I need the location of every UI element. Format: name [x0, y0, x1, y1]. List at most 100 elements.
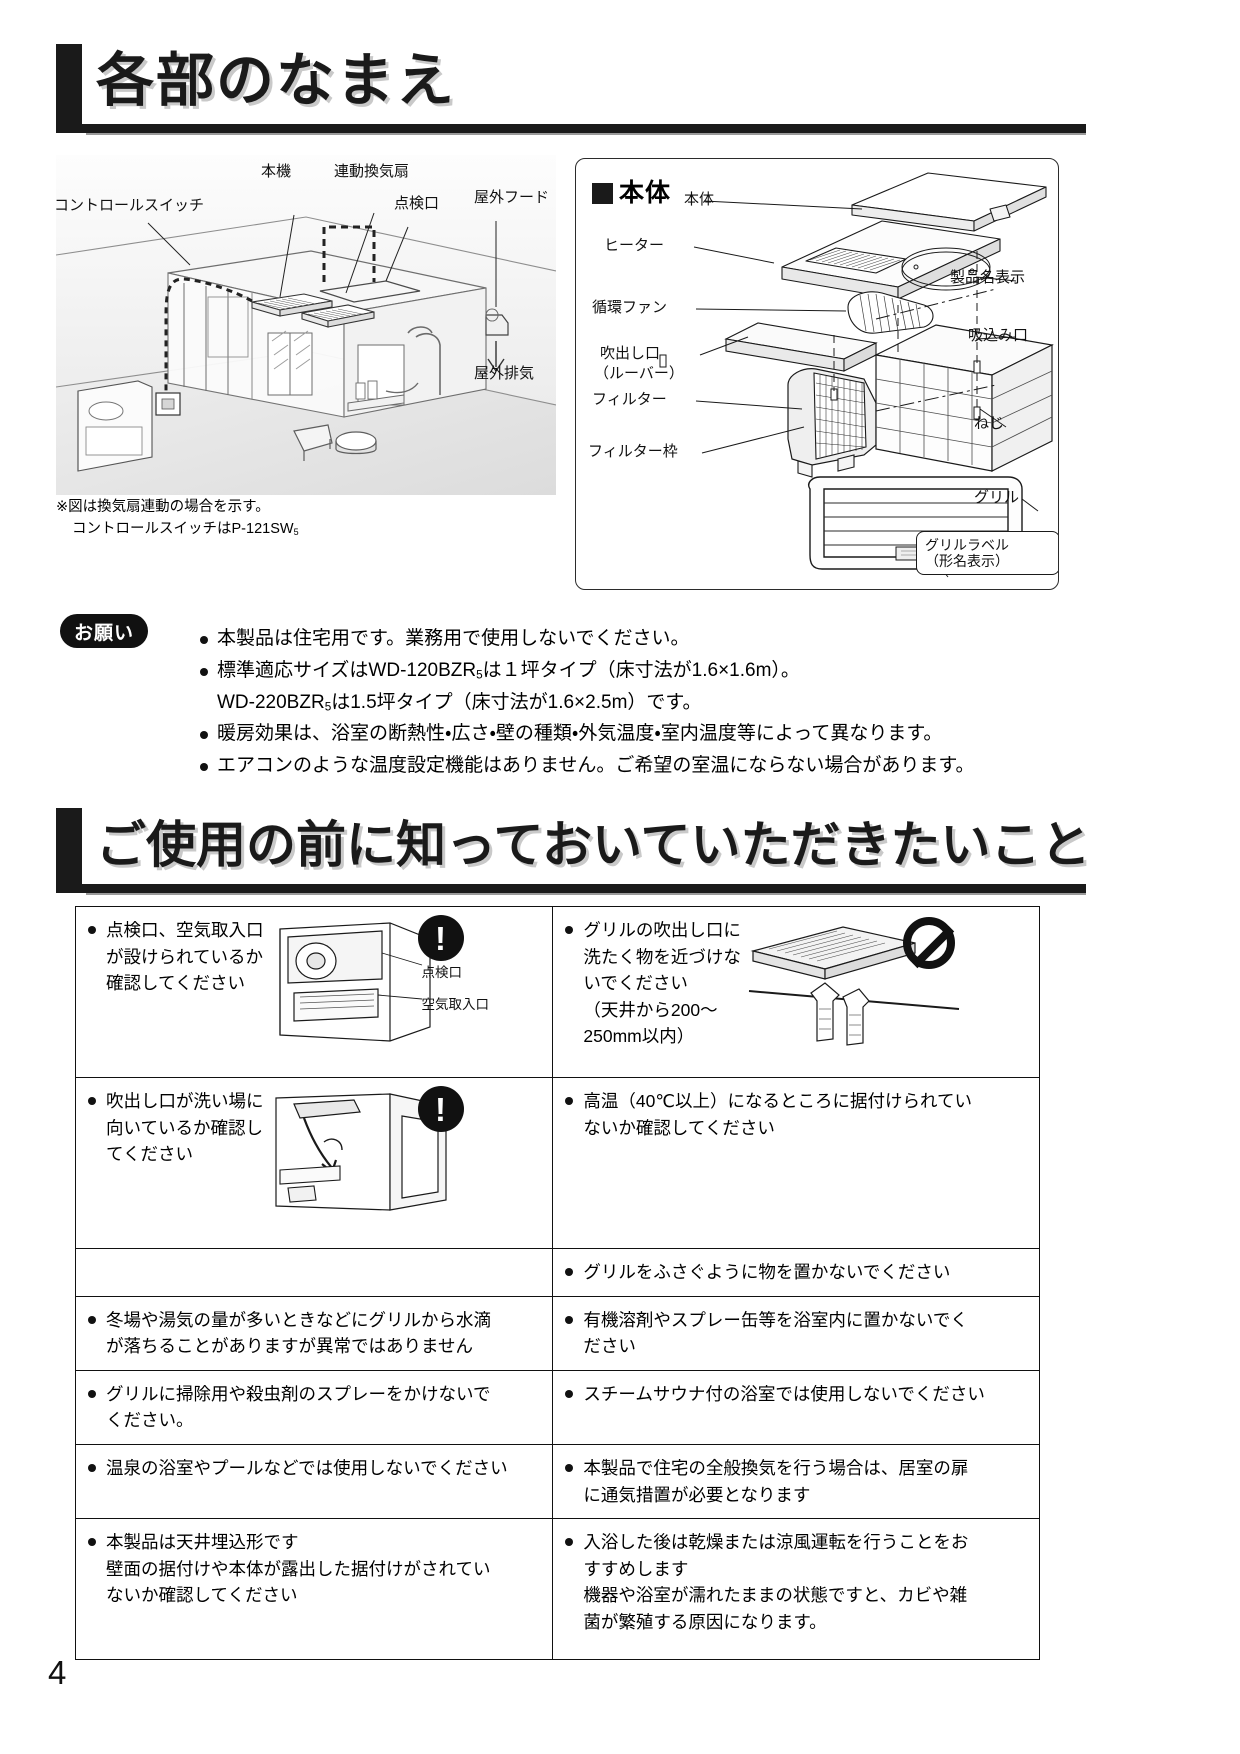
table-row: 温泉の浴室やプールなどでは使用しないでください 本製品で住宅の全般換気を行う場合… [74, 1443, 1040, 1520]
label-outdoor-exhaust: 屋外排気 [474, 365, 535, 382]
label-suction-port: 吸込み口 [968, 327, 1029, 344]
precaution-text: 有機溶剤やスプレー缶等を浴室内に置かないでく ださい [565, 1307, 1027, 1360]
room-figure-note-line1: ※図は換気扇連動の場合を示す。 [56, 499, 270, 515]
cell-outlet-direction-check: 吹出し口が洗い場に 向いているか確認し てください [74, 1077, 554, 1249]
cell-inner: グリルの吹出し口に 洗たく物を近づけな いでください （天井から200～ 250… [565, 917, 1027, 1057]
laundry-near-outlet-illustration [747, 917, 1027, 1057]
onegai-list: 本製品は住宅用です。業務用で使用しないでください。 標準適応サイズはWD-120… [160, 624, 1120, 782]
heading-rule-2-thin [86, 893, 1086, 895]
onegai-item-2-line2-part2: は1.5坪タイプ（床寸法が1.6×2.5m）です。 [331, 691, 702, 713]
precaution-text: 高温（40℃以上）になるところに据付けられてい ないか確認してください [565, 1088, 1027, 1141]
heading-tab-mark [56, 44, 82, 124]
table-row: グリルをふさぐように物を置かないでください [74, 1248, 1040, 1297]
onegai-item-2-line2-part1: WD-220BZR [217, 691, 325, 713]
label-main-body: 本体 [684, 191, 715, 208]
label-control-switch: コントロールスイッチ [56, 197, 205, 214]
cell-grille-blocking: グリルをふさぐように物を置かないでください [552, 1248, 1040, 1297]
prohibition-icon [902, 917, 955, 969]
precaution-text: 温泉の浴室やプールなどでは使用しないでください [88, 1455, 540, 1482]
page-title: 各部のなまえ [96, 48, 457, 113]
precaution-text: 冬場や湯気の量が多いときなどにグリルから水滴 が落ちることがありますが異常ではあ… [88, 1307, 540, 1360]
precautions-table: 点検口、空気取入口 が設けられているか 確認してください [74, 906, 1040, 1661]
room-figure-note: ※図は換気扇連動の場合を示す。 コントロールスイッチはP-121SW5 [56, 497, 299, 541]
precaution-text: グリルの吹出し口に 洗たく物を近づけな いでください （天井から200～ 250… [565, 917, 741, 1050]
section-heading-parts-names: 各部のなまえ [56, 44, 456, 124]
cell-inner: 点検口、空気取入口 が設けられているか 確認してください [88, 915, 541, 1047]
table-row: 点検口、空気取入口 が設けられているか 確認してください [74, 906, 1040, 1078]
cell-inner: 吹出し口が洗い場に 向いているか確認し てください [88, 1086, 541, 1218]
onegai-item-2-line2-sub: 5 [324, 700, 332, 714]
outlet-direction-illustration: ! [270, 1086, 541, 1218]
cell-laundry-warning: グリルの吹出し口に 洗たく物を近づけな いでください （天井から200～ 250… [552, 906, 1040, 1078]
room-figure-note-line2: コントロールスイッチはP-121SW5 [56, 519, 299, 541]
section-title-before-use: ご使用の前に知っておいていただきたいこと [96, 817, 1091, 873]
onegai-item-4: エアコンのような温度設定機能はありません。ご希望の室温にならない場合があります。 [200, 751, 1120, 782]
table-row: 冬場や湯気の量が多いときなどにグリルから水滴 が落ちることがありますが異常ではあ… [74, 1295, 1040, 1371]
cell-ceiling-embedded-type: 本製品は天井埋込形です 壁面の据付けや本体が露出した据付けがされてい ないか確認… [74, 1518, 554, 1661]
section-heading-before-use: ご使用の前に知っておいていただきたいこと [56, 808, 1091, 886]
label-product-name-plate: 製品名表示 [950, 269, 1026, 286]
onegai-item-2-line2: WD-220BZR5は1.5坪タイプ（床寸法が1.6×2.5m）です。 [200, 688, 1120, 719]
room-figure-note-subscript: 5 [293, 526, 299, 537]
onegai-notice-block: お願い 本製品は住宅用です。業務用で使用しないでください。 標準適応サイズはWD… [60, 608, 1120, 798]
label-circulation-fan: 循環ファン [592, 299, 668, 316]
heading-rule-2 [56, 884, 1086, 893]
exclamation-icon: ! [417, 915, 464, 961]
onegai-item-2-part1: 標準適応サイズはWD-120BZR [217, 659, 477, 681]
body-figure-title: 本体 [592, 173, 671, 209]
label-screw: ねじ [974, 415, 1005, 432]
heading-tab-mark-2 [56, 808, 82, 886]
cell-text-block: 点検口、空気取入口 が設けられているか 確認してください [88, 917, 264, 1047]
square-bullet-icon [592, 183, 613, 204]
label-air-outlet: 吹出し口 [600, 345, 661, 362]
onegai-badge: お願い [60, 614, 148, 648]
ceiling-inspection-art [278, 922, 431, 1042]
label-air-outlet-sub: （ルーバー） [594, 365, 684, 382]
label-filter-frame: フィルター枠 [588, 443, 678, 460]
label-linked-fan: 連動換気扇 [334, 163, 410, 180]
onegai-item-2-sub: 5 [476, 668, 483, 682]
room-illustration [56, 155, 556, 495]
cell-post-bath-drying: 入浴した後は乾燥または涼風運転を行うことをお すすめします 機器や浴室が濡れたま… [552, 1518, 1040, 1661]
laundry-art [748, 926, 959, 1046]
body-figure-title-text: 本体 [619, 179, 672, 207]
heading-rule-thin [86, 133, 1086, 135]
exclamation-glyph: ! [435, 919, 446, 957]
label-filter: フィルター [592, 391, 667, 408]
inspection-port-illustration: 点検口 空気取入口 ! [270, 915, 541, 1047]
onegai-item-2-part2: は１坪タイプ（床寸法が1.6×1.6m）。 [482, 659, 800, 681]
art-label-inspection-port: 点検口 [421, 965, 463, 980]
cell-high-temp-check: 高温（40℃以上）になるところに据付けられてい ないか確認してください [552, 1077, 1040, 1249]
cell-solvent-spray-warning: 有機溶剤やスプレー缶等を浴室内に置かないでく ださい [552, 1295, 1040, 1371]
precaution-text: スチームサウナ付の浴室では使用しないでください [565, 1381, 1027, 1408]
precaution-text: 吹出し口が洗い場に 向いているか確認し てください [88, 1088, 264, 1168]
precaution-text: グリルをふさぐように物を置かないでください [565, 1259, 1027, 1286]
bathroom-room-diagram: コントロールスイッチ 本機 連動換気扇 点検口 屋外フード 屋外排気 [56, 155, 556, 495]
cell-steam-sauna-warning: スチームサウナ付の浴室では使用しないでください [552, 1369, 1040, 1445]
cell-text-block: 吹出し口が洗い場に 向いているか確認し てください [88, 1088, 264, 1218]
cell-no-spray-on-grille: グリルに掃除用や殺虫剤のスプレーをかけないで ください。 [74, 1369, 554, 1445]
cell-inspection-port-check: 点検口、空気取入口 が設けられているか 確認してください [74, 906, 554, 1078]
label-inspection-port: 点検口 [394, 195, 440, 212]
cell-left-spacer-1 [74, 1248, 554, 1297]
precaution-text: 本製品は天井埋込形です 壁面の据付けや本体が露出した据付けがされてい ないか確認… [88, 1529, 540, 1609]
exclamation-glyph: ! [435, 1090, 446, 1128]
page-number: 4 [48, 1654, 67, 1691]
room-figure-note-line2-text: コントロールスイッチはP-121SW [72, 520, 294, 537]
cell-whole-house-ventilation: 本製品で住宅の全般換気を行う場合は、居室の扉 に通気措置が必要となります [552, 1443, 1040, 1520]
exclamation-icon: ! [417, 1086, 464, 1132]
precaution-text: 点検口、空気取入口 が設けられているか 確認してください [88, 917, 264, 997]
label-grille-label-line1: グリルラベル [925, 537, 1009, 553]
table-row: 本製品は天井埋込形です 壁面の据付けや本体が露出した据付けがされてい ないか確認… [74, 1518, 1040, 1661]
table-row: 吹出し口が洗い場に 向いているか確認し てください [74, 1077, 1040, 1249]
cell-water-drip-note: 冬場や湯気の量が多いときなどにグリルから水滴 が落ちることがありますが異常ではあ… [74, 1295, 554, 1371]
label-main-unit: 本機 [261, 163, 292, 180]
grille-label-callout-box: グリルラベル （形名表示） [916, 531, 1058, 576]
label-grille-label-line2: （形名表示） [925, 553, 1009, 570]
precaution-text: 入浴した後は乾燥または涼風運転を行うことをお すすめします 機器や浴室が濡れたま… [565, 1529, 1027, 1635]
art-label-air-intake: 空気取入口 [421, 997, 490, 1012]
table-row: グリルに掃除用や殺虫剤のスプレーをかけないで ください。 スチームサウナ付の浴室… [74, 1369, 1040, 1445]
cell-text-block: グリルの吹出し口に 洗たく物を近づけな いでください （天井から200～ 250… [565, 917, 741, 1057]
label-heater: ヒーター [604, 237, 665, 254]
main-body-exploded-diagram: 本体 [575, 158, 1059, 590]
